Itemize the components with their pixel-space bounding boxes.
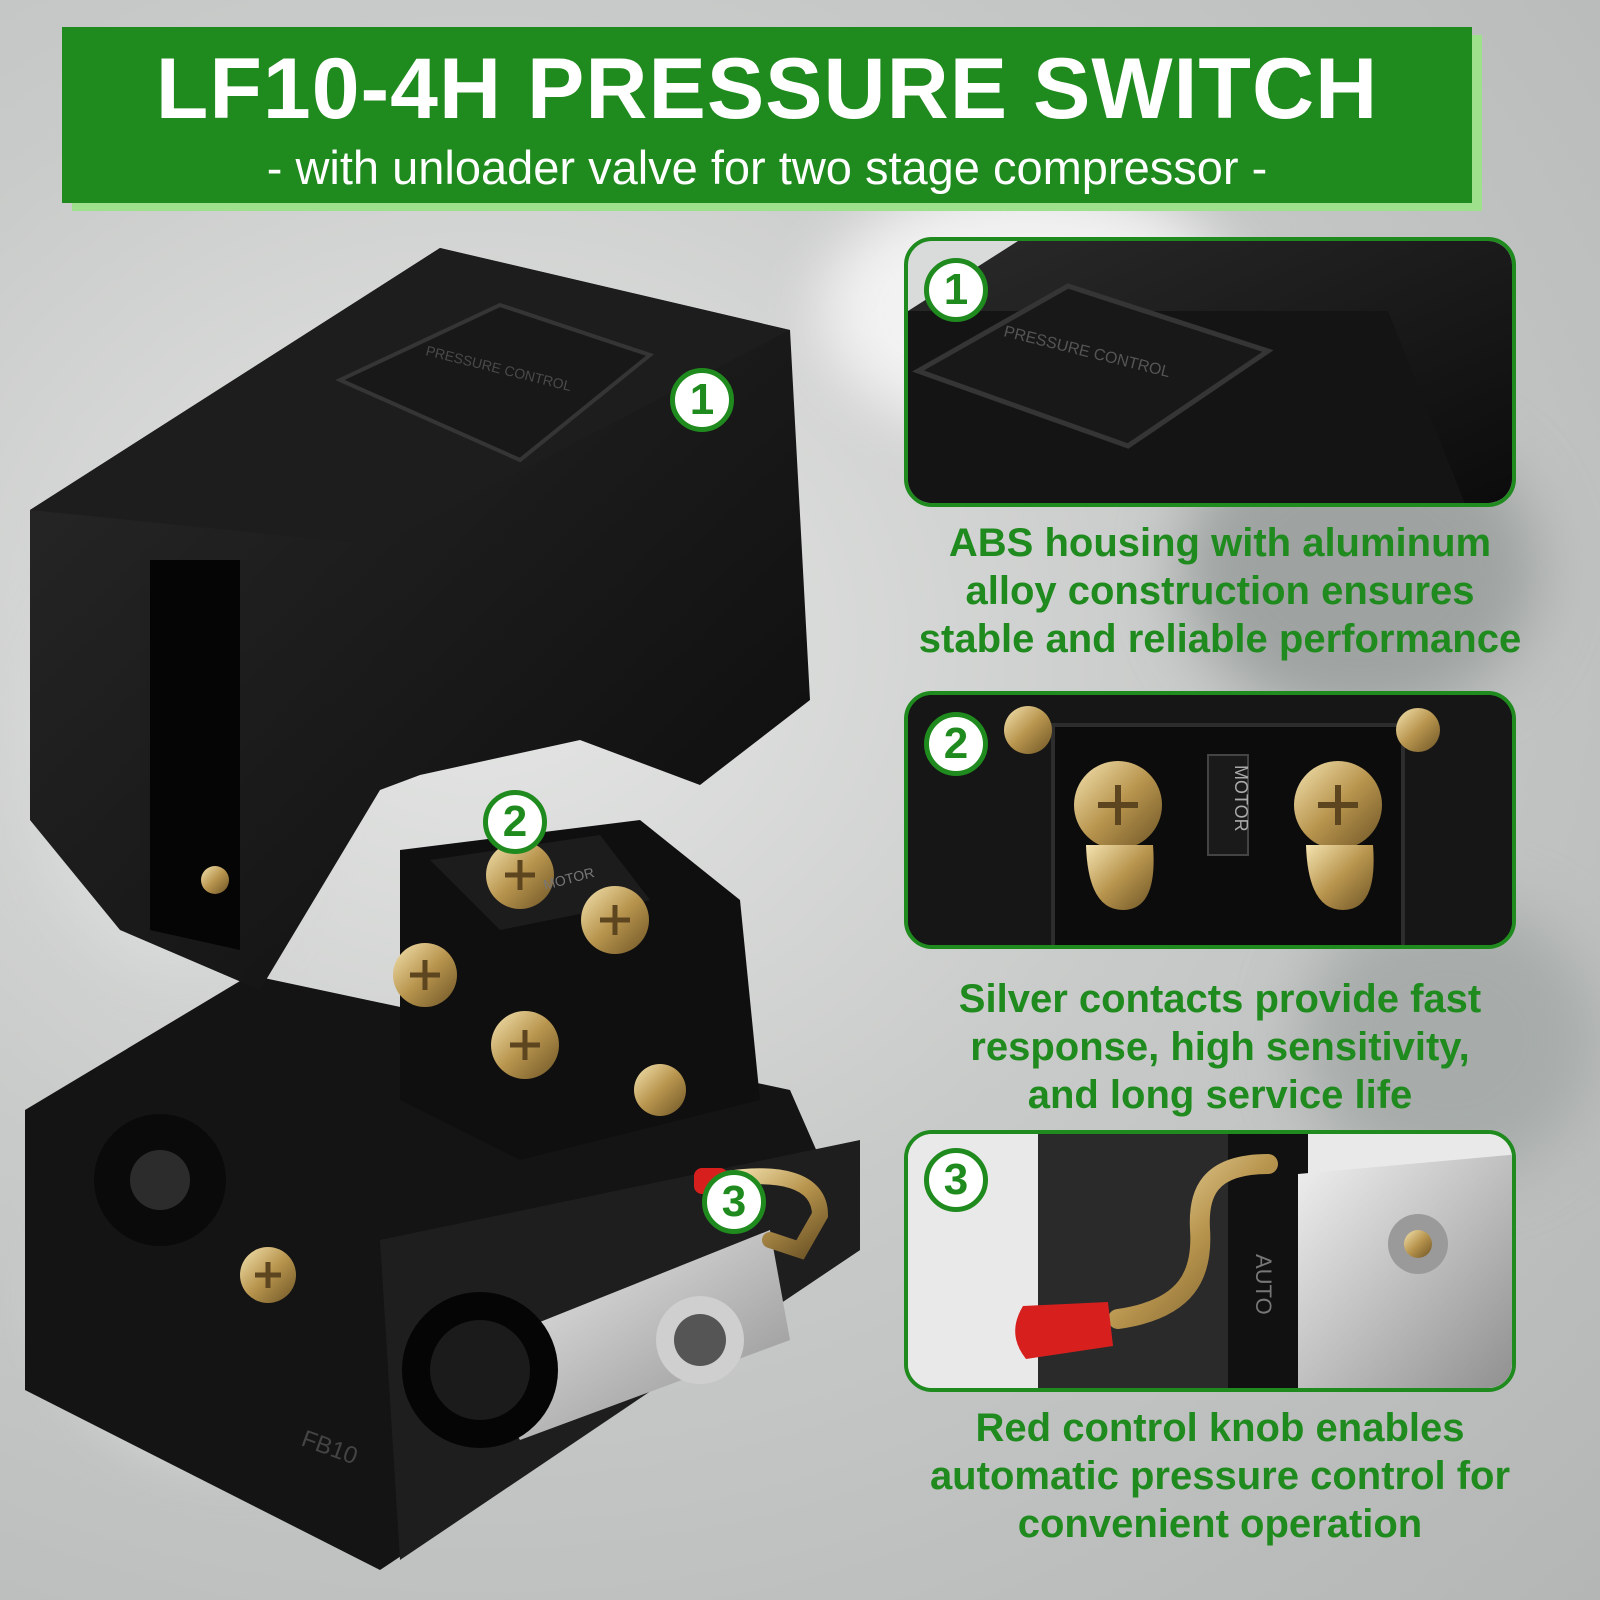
title-banner: LF10-4H PRESSURE SWITCH - with unloader … — [62, 27, 1472, 203]
knob-closeup-label: AUTO — [1251, 1254, 1276, 1315]
contacts-closeup: MOTOR — [908, 695, 1512, 945]
detail-panel-contacts: MOTOR — [904, 691, 1516, 949]
panel-badge-1: 1 — [924, 258, 988, 322]
feature-caption-3: Red control knob enables automatic press… — [929, 1406, 1511, 1546]
feature-caption-2: Silver contacts provide fast response, h… — [958, 977, 1482, 1117]
page-subtitle: - with unloader valve for two stage comp… — [266, 141, 1268, 194]
knob-closeup: AUTO — [908, 1134, 1512, 1388]
detail-panel-housing: PRESSURE CONTROL — [904, 237, 1516, 507]
panel-badge-2: 2 — [924, 712, 988, 776]
callout-badge-2: 2 — [483, 790, 547, 854]
terminal-block: MOTOR — [393, 820, 760, 1160]
callout-badge-1: 1 — [670, 368, 734, 432]
panel-badge-3: 3 — [924, 1148, 988, 1212]
abs-cover: PRESSURE CONTROL — [30, 248, 810, 990]
page-title: LF10-4H PRESSURE SWITCH — [155, 41, 1379, 137]
feature-caption-1: ABS housing with aluminum alloy construc… — [918, 521, 1522, 661]
pressure-switch-photo: FB10 MOTOR PRESSURE CONTROL — [25, 248, 860, 1570]
detail-panel-knob: AUTO — [904, 1130, 1516, 1392]
housing-closeup: PRESSURE CONTROL — [908, 241, 1512, 503]
callout-badge-3: 3 — [702, 1170, 766, 1234]
contacts-closeup-label: MOTOR — [1231, 765, 1251, 832]
